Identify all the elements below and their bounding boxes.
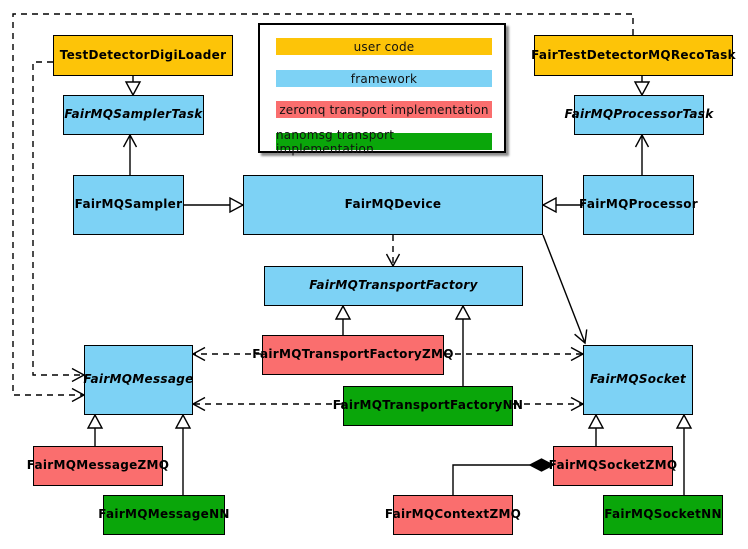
legend-box: user code framework zeromq transport imple… <box>258 23 506 156</box>
node-label: FairMQTransportFactoryNN <box>332 398 524 413</box>
node-FairMQTransportFactory: FairMQTransportFactory <box>264 266 523 306</box>
node-label: FairMQTransportFactoryZMQ <box>252 347 454 362</box>
legend-item-label: nanomsg transport implementation <box>276 127 395 156</box>
node-FairMQTransportFactoryZMQ: FairMQTransportFactoryZMQ <box>252 335 453 375</box>
edge-FairMQSampler-to-FairMQSamplerTask <box>122 133 138 175</box>
node-label: FairMQMessageNN <box>98 507 230 522</box>
edge-FairMQMessageNN-to-FairMQMessage <box>174 413 192 495</box>
edge-FairMQTransportFactoryZMQ-to-FairMQSocket <box>444 346 585 362</box>
edge-FairMQDevice-to-FairMQTransportFactory <box>385 235 401 268</box>
node-label: FairMQSamplerTask <box>64 107 203 122</box>
edge-FairMQMessageZMQ-to-FairMQMessage <box>86 413 104 446</box>
inheritance-arrowhead <box>174 413 192 429</box>
association-line <box>542 234 586 344</box>
node-label: FairMQMessageZMQ <box>26 458 170 473</box>
node-label: TestDetectorDigiLoader <box>59 47 227 62</box>
legend-item-label: zeromq transport implementation <box>279 102 489 117</box>
edge-TestDetectorDigiLoader-to-FairMQSamplerTask <box>124 76 142 97</box>
node-label: FairMQDevice <box>344 197 442 212</box>
dependency-arrowhead <box>191 396 206 412</box>
edge-FairMQTransportFactoryZMQ-to-FairMQMessage <box>191 346 262 362</box>
inheritance-arrowhead <box>229 196 245 214</box>
node-FairMQMessageZMQ: FairMQMessageZMQ <box>27 446 169 486</box>
legend-item-label: user code <box>353 39 415 54</box>
dependency-line <box>12 13 634 396</box>
node-FairMQMessageNN: FairMQMessageNN <box>98 495 229 535</box>
inheritance-arrowhead <box>86 413 104 429</box>
legend-item-label: framework <box>350 71 418 86</box>
inheritance-arrowhead <box>124 81 142 97</box>
legend-item-user_code: user code <box>276 38 492 55</box>
dependency-line <box>32 61 84 376</box>
node-label: FairMQSocketNN <box>604 507 722 522</box>
inheritance-arrowhead <box>541 196 557 214</box>
node-label: FairTestDetectorMQRecoTask <box>531 47 736 62</box>
edge-FairMQTransportFactoryNN-to-FairMQMessage <box>191 396 343 412</box>
node-FairMQDevice: FairMQDevice <box>243 175 543 235</box>
node-label: FairMQProcessorTask <box>564 107 714 122</box>
composition-line <box>452 464 530 495</box>
inheritance-arrowhead <box>587 413 605 429</box>
node-FairMQTransportFactoryNN: FairMQTransportFactoryNN <box>333 386 523 426</box>
dependency-arrowhead <box>191 346 206 362</box>
edge-FairMQProcessor-to-FairMQProcessorTask <box>634 133 650 175</box>
association-arrowhead <box>122 133 138 148</box>
edge-FairMQContextZMQ-to-FairMQSocketZMQ <box>452 458 555 495</box>
edge-FairMQSampler-to-FairMQDevice <box>184 196 245 214</box>
node-FairMQSocketZMQ: FairMQSocketZMQ <box>549 446 677 486</box>
legend-item-nanomsg: nanomsg transport implementation <box>276 128 492 156</box>
edge-FairMQTransportFactoryNN-to-FairMQTransportFactory <box>454 304 472 386</box>
edge-FairMQSocketNN-to-FairMQSocket <box>675 413 693 495</box>
edge-FairMQTransportFactoryZMQ-to-FairMQTransportFactory <box>334 304 352 335</box>
edge-FairMQSocketZMQ-to-FairMQSocket <box>587 413 605 446</box>
node-FairMQProcessor: FairMQProcessor <box>579 175 698 235</box>
node-label: FairMQSocketZMQ <box>548 458 678 473</box>
inheritance-arrowhead <box>633 81 651 97</box>
composition-arrowhead <box>528 458 555 472</box>
legend-item-framework: framework <box>276 70 492 87</box>
node-FairTestDetectorMQRecoTask: FairTestDetectorMQRecoTask <box>531 35 736 76</box>
node-label: FairMQMessage <box>83 372 194 387</box>
edge-FairTestDetectorMQRecoTask-to-FairMQProcessorTask <box>633 76 651 97</box>
inheritance-arrowhead <box>334 304 352 320</box>
edge-FairMQDevice-to-FairMQSocket <box>542 234 588 345</box>
inheritance-arrowhead <box>675 413 693 429</box>
node-TestDetectorDigiLoader: TestDetectorDigiLoader <box>53 35 233 76</box>
node-FairMQSocketNN: FairMQSocketNN <box>603 495 723 535</box>
legend-item-zeromq: zeromq transport implementation <box>276 101 492 118</box>
association-arrowhead <box>634 133 650 148</box>
node-FairMQProcessorTask: FairMQProcessorTask <box>564 95 713 135</box>
inheritance-arrowhead <box>454 304 472 320</box>
edge-FairMQTransportFactoryNN-to-FairMQSocket <box>513 396 585 412</box>
node-label: FairMQTransportFactory <box>309 278 478 293</box>
edge-FairMQProcessor-to-FairMQDevice <box>541 196 583 214</box>
node-FairMQContextZMQ: FairMQContextZMQ <box>385 495 521 535</box>
association-arrowhead <box>574 329 588 345</box>
node-label: FairMQContextZMQ <box>384 507 522 522</box>
node-label: FairMQSampler <box>74 197 183 212</box>
node-label: FairMQProcessor <box>579 197 698 212</box>
node-FairMQSampler: FairMQSampler <box>73 175 184 235</box>
node-FairMQSocket: FairMQSocket <box>583 345 693 415</box>
node-FairMQMessage: FairMQMessage <box>83 345 194 415</box>
node-FairMQSamplerTask: FairMQSamplerTask <box>63 95 204 135</box>
node-label: FairMQSocket <box>589 372 687 387</box>
